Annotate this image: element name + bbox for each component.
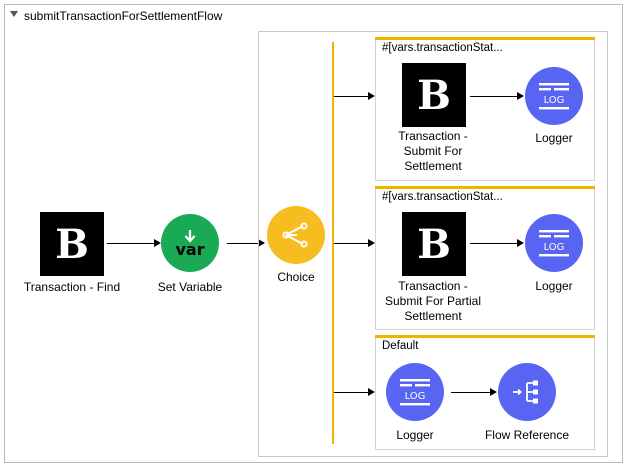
connector-arrow [470,243,517,244]
connector-arrow [470,96,517,97]
connector-arrow [451,392,490,393]
b-logo-icon: B [417,220,451,268]
set-variable-node[interactable]: var [161,214,219,272]
svg-text:LOG: LOG [544,242,565,253]
logger-icon: LOG [539,83,569,110]
route-2-condition[interactable]: #[vars.transactionStat... [382,191,503,203]
submit-for-settlement-node[interactable]: B [402,63,466,127]
arrowhead-icon [517,239,524,247]
flow-title[interactable]: submitTransactionForSettlementFlow [24,9,223,23]
logger-icon: LOG [400,379,430,406]
route-arrow [334,392,368,393]
connector-arrow [227,243,260,244]
logger-label: Logger [535,279,573,293]
arrowhead-icon [258,239,265,247]
logger-label: Logger [396,428,434,442]
logger-node[interactable]: LOG [386,363,444,421]
flow-reference-label: Flow Reference [484,428,570,442]
route-bar [375,37,595,40]
arrowhead-icon [368,92,375,100]
arrowhead-icon [368,239,375,247]
label-line: Submit For Partial [384,294,482,308]
b-logo-icon: B [417,71,451,119]
submit-for-partial-settlement-node[interactable]: B [402,212,466,276]
route-arrow [334,96,368,97]
route-bar [375,335,595,338]
set-variable-label: Set Variable [157,280,223,294]
svg-text:LOG: LOG [544,95,565,106]
arrowhead-icon [368,388,375,396]
choice-branch-icon [282,222,308,248]
submit-for-settlement-label: Transaction - Submit For Settlement [376,129,490,174]
arrowhead-icon [490,388,497,396]
svg-text:LOG: LOG [405,391,426,402]
connector-arrow [107,243,154,244]
logger-node[interactable]: LOG [525,67,583,125]
route-arrow [334,243,368,244]
flow-reference-icon [513,380,538,404]
transaction-find-node[interactable]: B [40,212,104,276]
logger-label: Logger [535,131,573,145]
logger-node[interactable]: LOG [525,214,583,272]
b-logo-icon: B [55,220,89,268]
label-line: Transaction - [398,279,468,293]
flow-reference-node[interactable] [498,363,556,421]
route-default-condition[interactable]: Default [382,340,419,352]
label-line: Submit For [403,144,463,158]
route-1-condition[interactable]: #[vars.transactionStat... [382,42,503,54]
submit-for-partial-settlement-label: Transaction - Submit For Partial Settlem… [370,279,496,324]
label-line: Settlement [404,159,462,173]
arrowhead-icon [154,239,161,247]
svg-text:var: var [175,240,204,259]
choice-node[interactable] [267,206,325,264]
choice-router-container [258,31,608,457]
route-bar [375,186,595,189]
router-line [332,42,334,444]
var-icon: var [175,230,205,259]
label-line: Transaction - [398,129,468,143]
arrowhead-icon [517,92,524,100]
logger-icon: LOG [539,230,569,257]
choice-label: Choice [277,270,315,284]
label-line: Settlement [404,309,462,323]
collapse-triangle-icon[interactable] [10,11,18,17]
transaction-find-label: Transaction - Find [23,280,121,294]
